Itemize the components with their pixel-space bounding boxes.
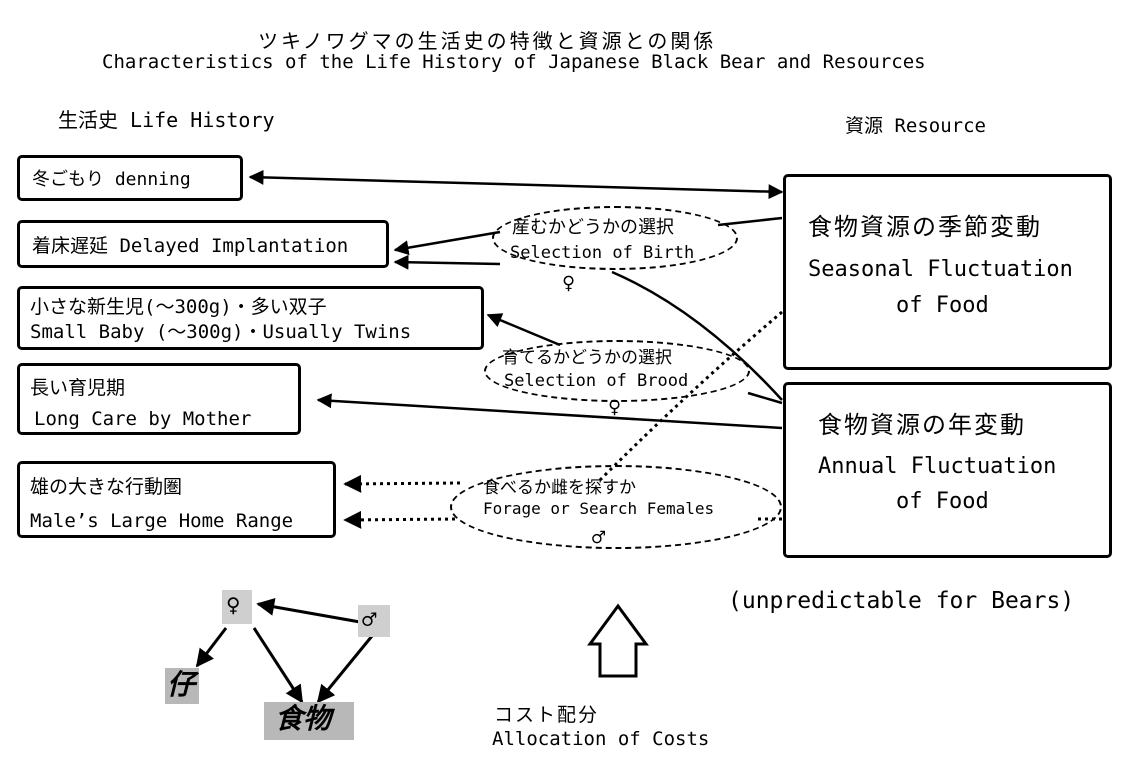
seasonal-en-label-1: Seasonal Fluctuation — [808, 257, 1073, 282]
birth-en-label: Selection of Birth — [510, 243, 695, 263]
arrow-denning — [248, 169, 784, 200]
box-long-care: 長い育児期 Long Care by Mother — [17, 363, 301, 435]
male-bg — [358, 605, 390, 637]
brood-en-label: Selection of Brood — [504, 371, 689, 391]
baby-jp-label: 小さな新生児(～300g)・多い双子 — [30, 296, 327, 318]
arrow-annual-care — [316, 393, 783, 430]
seasonal-jp-label: 食物資源の季節変動 — [808, 213, 1042, 241]
box-seasonal-fluctuation: 食物資源の季節変動 Seasonal Fluctuation of Food — [783, 174, 1112, 370]
dotted-arrow-male-2 — [343, 510, 456, 529]
line-seasonal-birth — [717, 216, 783, 227]
annual-en-label-2: of Food — [896, 489, 989, 514]
dotted-arrow-male-1 — [343, 474, 461, 493]
seasonal-en-label-2: of Food — [896, 293, 989, 318]
baby-en-label: Small Baby (～300g)・Usually Twins — [30, 321, 412, 343]
arrow-brood-baby — [486, 313, 561, 347]
box-annual-fluctuation: 食物資源の年変動 Annual Fluctuation of Food — [783, 382, 1112, 558]
line-annual-brood — [747, 391, 783, 405]
cost-up-arrow — [587, 603, 649, 678]
box-delayed-implantation: 着床遅延 Delayed Implantation — [17, 220, 389, 268]
forage-male-symbol: ♂ — [592, 526, 606, 551]
forage-jp-label: 食べるか雌を探すか — [483, 478, 636, 498]
annual-jp-label: 食物資源の年変動 — [818, 411, 1026, 439]
triangle-female: ♀ — [226, 591, 241, 619]
box-denning: 冬ごもり denning — [17, 155, 243, 201]
unpredictable-note: (unpredictable for Bears) — [728, 588, 1075, 614]
ellipse-selection-brood — [484, 340, 750, 402]
care-jp-label: 長い育児期 — [30, 377, 126, 399]
ellipse-forage-search — [450, 465, 782, 549]
arrow-male-female — [256, 597, 361, 624]
delayed-label: 着床遅延 Delayed Implantation — [32, 235, 349, 257]
life-history-heading: 生活史 Life History — [58, 108, 275, 132]
annual-en-label-1: Annual Fluctuation — [818, 454, 1057, 479]
female-bg — [222, 590, 252, 624]
triangle-cub: 仔 — [167, 668, 196, 701]
title-jp: ツキノワグマの生活史の特徴と資源との関係 — [258, 29, 717, 53]
food-bg — [264, 702, 354, 740]
cub-bg — [165, 668, 199, 704]
cost-jp-label: コスト配分 — [494, 704, 600, 726]
male-en-label: Male’s Large Home Range — [30, 510, 294, 532]
brood-jp-label: 育てるかどうかの選択 — [502, 348, 672, 368]
arrow-birth-delayed-2 — [393, 254, 501, 270]
birth-female-symbol: ♀ — [562, 271, 576, 296]
arrow-male-food — [316, 635, 374, 704]
birth-jp-label: 産むかどうかの選択 — [512, 217, 674, 238]
denning-label: 冬ごもり denning — [32, 169, 191, 190]
arrow-female-cub — [195, 627, 228, 668]
curve-birth-annual — [611, 270, 783, 401]
dotted-seasonal-forage — [598, 310, 783, 482]
box-male-home-range: 雄の大きな行動圏 Male’s Large Home Range — [17, 461, 336, 538]
box-small-baby: 小さな新生児(～300g)・多い双子 Small Baby (～300g)・Us… — [17, 286, 484, 350]
care-en-label: Long Care by Mother — [34, 408, 252, 430]
triangle-male: ♂ — [362, 606, 377, 634]
male-jp-label: 雄の大きな行動圏 — [30, 476, 183, 498]
resource-heading: 資源 Resource — [845, 115, 986, 137]
brood-female-symbol: ♀ — [608, 395, 622, 420]
arrow-female-food — [252, 627, 304, 704]
arrow-birth-delayed-1 — [393, 230, 501, 256]
ellipse-selection-birth — [492, 206, 738, 270]
forage-en-label: Forage or Search Females — [483, 499, 715, 518]
cost-en-label: Allocation of Costs — [492, 728, 710, 750]
title-en: Characteristics of the Life History of J… — [102, 51, 926, 73]
triangle-food: 食物 — [275, 702, 332, 735]
